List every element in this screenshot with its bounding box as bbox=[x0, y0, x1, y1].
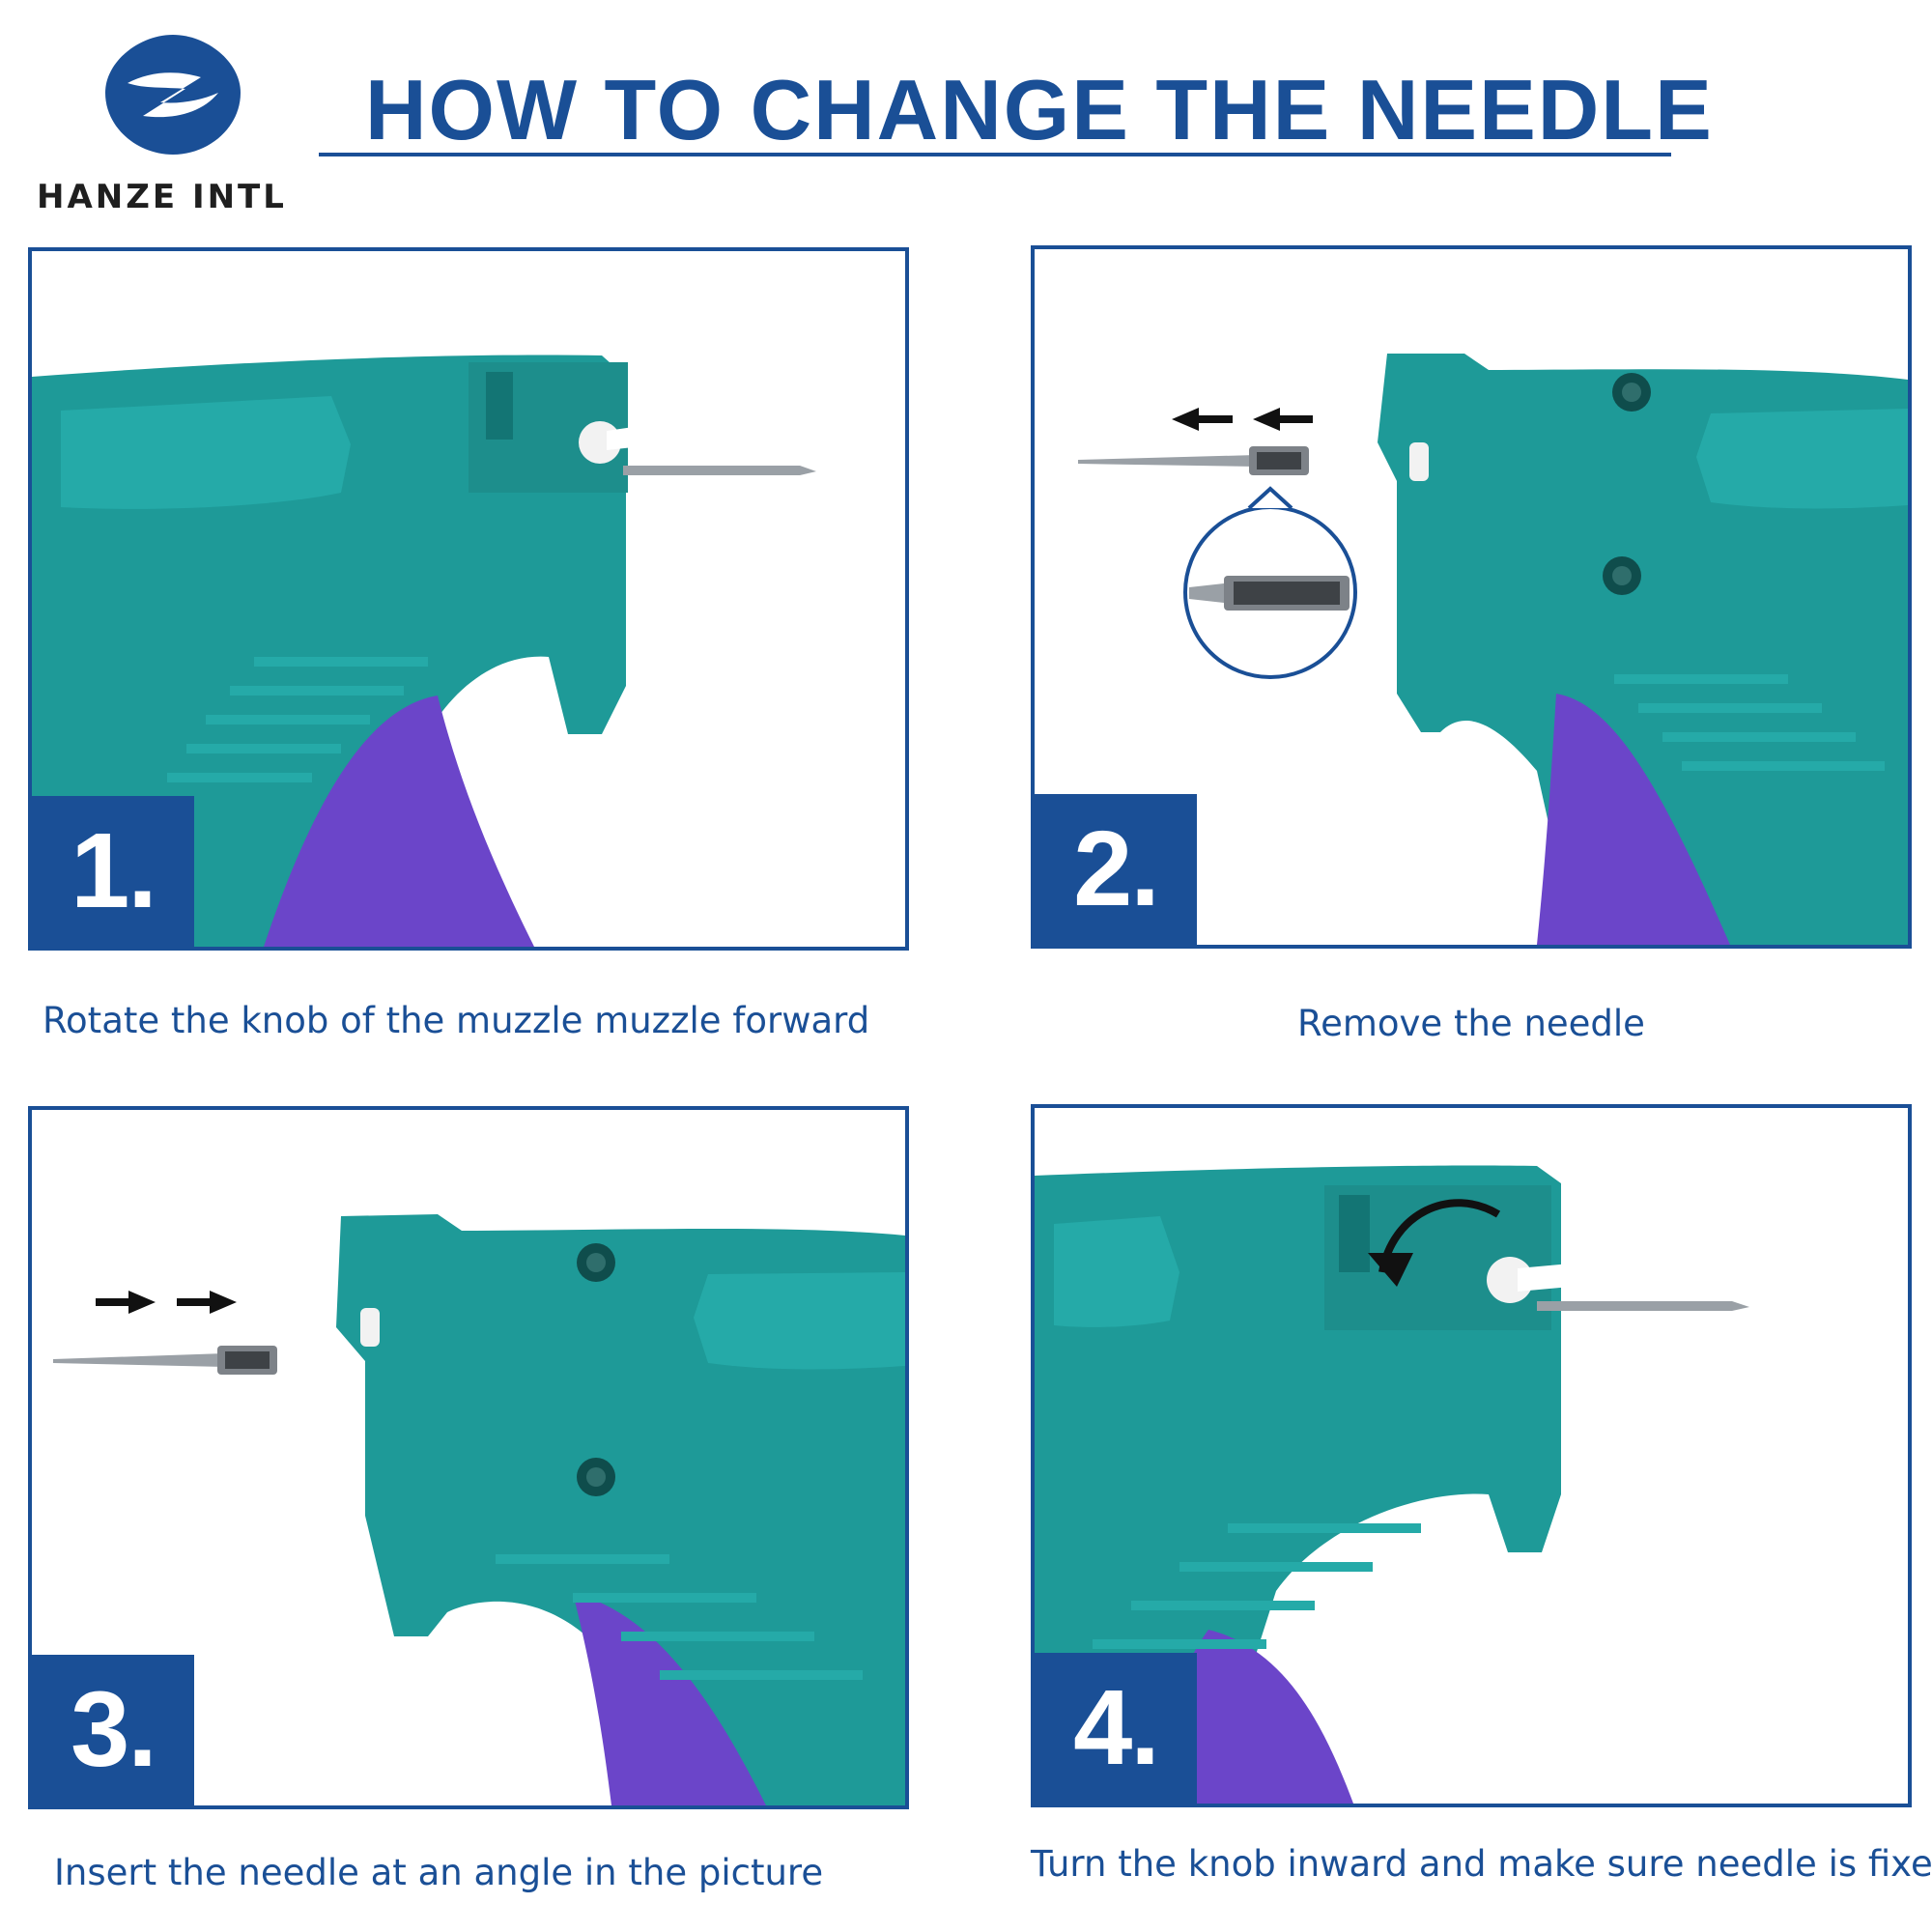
arrow-left-icon bbox=[1172, 408, 1313, 431]
step-2-illustration bbox=[1078, 354, 1908, 945]
arrow-right-icon bbox=[96, 1291, 237, 1314]
step-3-illustration bbox=[53, 1214, 905, 1805]
step-panel-4: 4. bbox=[1031, 1104, 1912, 1807]
step-panel-1: 1. bbox=[28, 247, 909, 951]
title-underline bbox=[319, 153, 1671, 156]
page-title: HOW TO CHANGE THE NEEDLE bbox=[365, 62, 1714, 157]
step-caption-3: Insert the needle at an angle in the pic… bbox=[54, 1852, 824, 1893]
step-caption-2: Remove the needle bbox=[1297, 1003, 1645, 1044]
brand-logo: HANZE INTL bbox=[37, 33, 317, 216]
step-number-3: 3. bbox=[32, 1655, 194, 1805]
hanze-logo-icon bbox=[105, 35, 241, 155]
rotate-arrow-icon bbox=[1368, 1253, 1413, 1287]
step-4-illustration bbox=[1035, 1165, 1749, 1804]
step-number-4: 4. bbox=[1035, 1653, 1197, 1804]
step-caption-4: Turn the knob inward and make sure needl… bbox=[1031, 1843, 1932, 1885]
step-number-1: 1. bbox=[32, 796, 194, 947]
page-header: HOW TO CHANGE THE NEEDLE bbox=[319, 53, 1712, 159]
step-panel-2: 2. bbox=[1031, 245, 1912, 949]
brand-name: HANZE INTL bbox=[37, 178, 287, 216]
step-number-2: 2. bbox=[1035, 794, 1197, 945]
step-panel-3: 3. bbox=[28, 1106, 909, 1809]
step-caption-1: Rotate the knob of the muzzle muzzle for… bbox=[43, 1000, 870, 1041]
